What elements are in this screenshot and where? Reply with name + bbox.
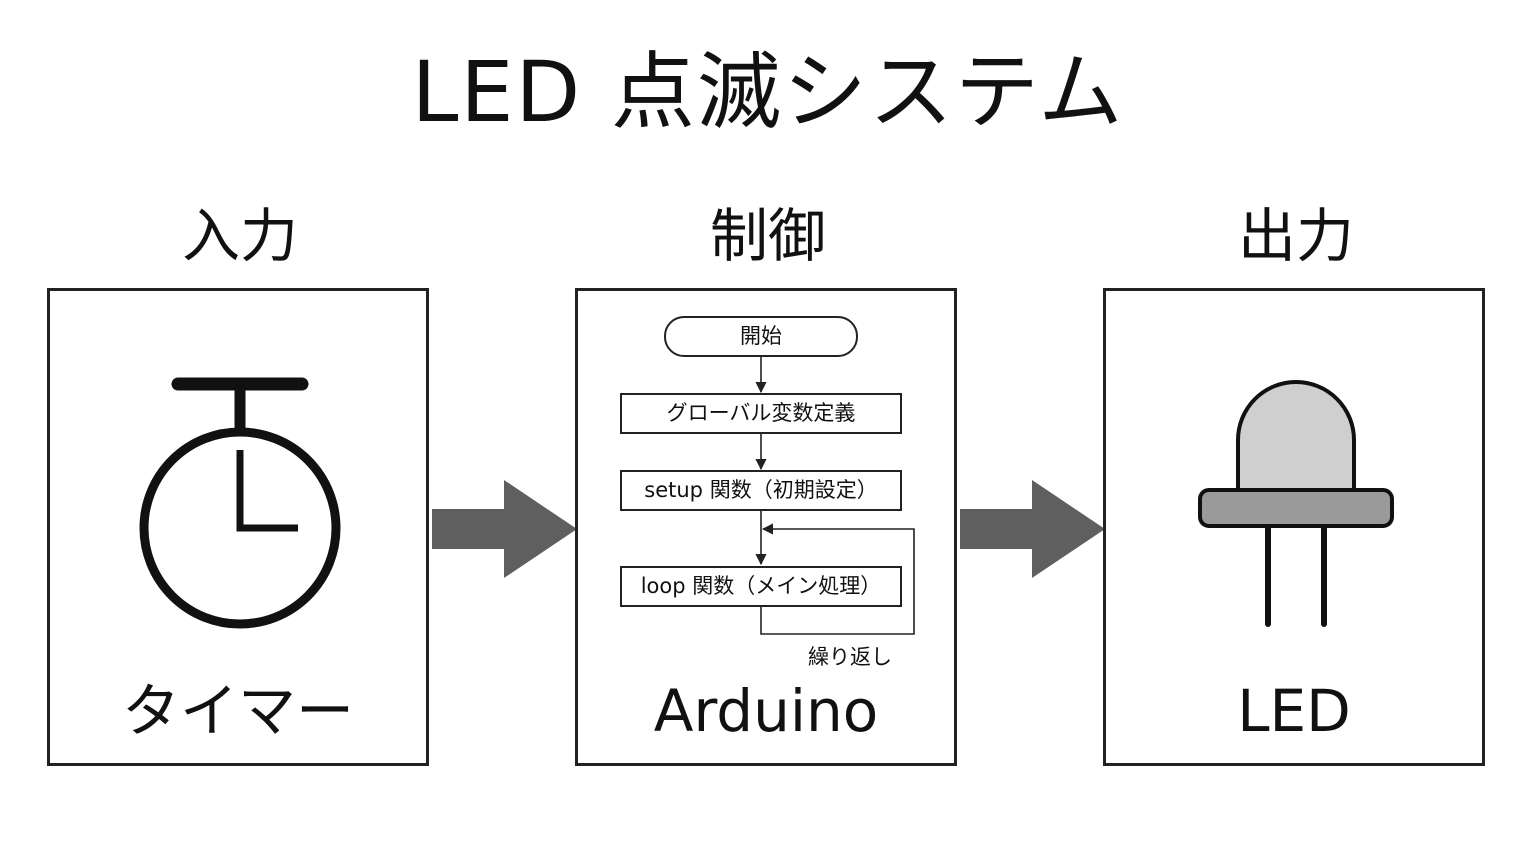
flow-loop-back-line [760, 523, 915, 635]
flowchart-start-node: 開始 [664, 316, 858, 357]
flow-arrow-input-to-control [432, 480, 577, 578]
stopwatch-icon [139, 377, 341, 629]
stopwatch-face [139, 427, 341, 629]
control-column-label: 制御 [709, 202, 826, 270]
input-column-label: 入力 [181, 202, 298, 270]
flowchart-loop-note: 繰り返し [808, 645, 892, 669]
flowchart-loop-node: loop 関数（メイン処理） [620, 566, 902, 607]
flow-arrow-control-to-output [960, 480, 1105, 578]
led-dome [1236, 380, 1356, 496]
led-icon [1198, 380, 1394, 627]
control-caption: Arduino [653, 677, 879, 745]
stopwatch-hands [236, 450, 298, 532]
flowchart-global-vars-node: グローバル変数定義 [620, 393, 902, 434]
flowchart-connectors [755, 356, 915, 635]
diagram-title: LED 点滅システム [411, 43, 1125, 141]
input-caption: タイマー [121, 677, 354, 745]
output-column-label: 出力 [1237, 202, 1354, 270]
led-base-rim [1198, 488, 1394, 528]
flowchart-setup-node: setup 関数（初期設定） [620, 470, 902, 511]
output-caption: LED [1237, 677, 1351, 745]
